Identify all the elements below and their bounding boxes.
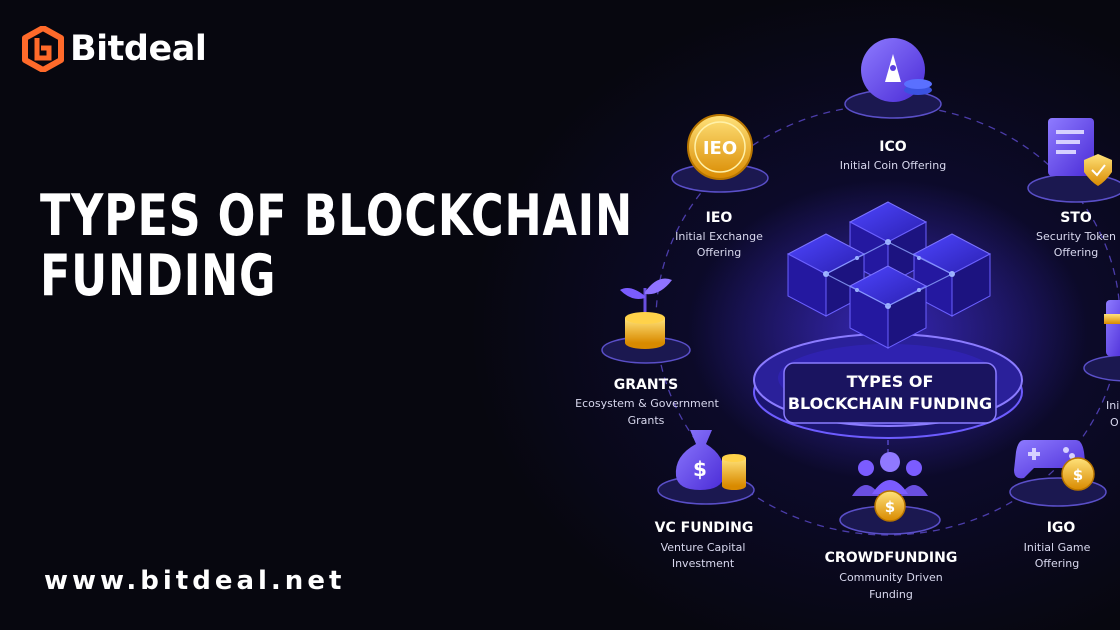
center-label-line-1: TYPES OF xyxy=(847,372,934,391)
node-sto: STO Security Token Offering xyxy=(1027,118,1120,259)
grants-subtitle-1: Ecosystem & Government xyxy=(575,397,719,410)
center-label-line-2: BLOCKCHAIN FUNDING xyxy=(788,394,992,413)
svg-text:$: $ xyxy=(1073,466,1083,484)
brand-logo: Bitdeal xyxy=(22,26,207,72)
igo-title: IGO xyxy=(1047,520,1076,536)
website-url: www.bitdeal.net xyxy=(44,566,346,596)
ieo-title: IEO xyxy=(706,210,733,226)
center-label: TYPES OF BLOCKCHAIN FUNDING xyxy=(783,362,997,424)
partial-subtitle-2: O xyxy=(1110,416,1119,429)
vc-subtitle-2: Investment xyxy=(672,557,735,570)
grants-subtitle-2: Grants xyxy=(628,414,665,427)
ico-subtitle: Initial Coin Offering xyxy=(840,159,946,172)
rocket-icon xyxy=(861,38,932,102)
sto-subtitle-1: Security Token xyxy=(1036,230,1116,243)
shield-document-icon xyxy=(1048,118,1112,186)
wallet-icon xyxy=(1104,300,1120,356)
node-igo: $ IGO Initial Game Offering xyxy=(1009,440,1107,570)
crowdfunding-subtitle-2: Funding xyxy=(869,588,913,601)
ieo-subtitle-1: Initial Exchange xyxy=(675,230,763,243)
sto-title: STO xyxy=(1060,210,1092,226)
crowdfunding-subtitle-1: Community Driven xyxy=(839,571,942,584)
title-line-1: TYPES OF BLOCKCHAIN xyxy=(40,183,633,249)
brand-name: Bitdeal xyxy=(70,29,207,69)
svg-text:$: $ xyxy=(693,457,707,481)
partial-subtitle-1: Ini xyxy=(1106,399,1119,412)
money-bag-icon: $ xyxy=(675,430,746,490)
gamepad-coin-icon: $ xyxy=(1014,440,1095,491)
page-title: TYPES OF BLOCKCHAIN FUNDING xyxy=(40,186,633,306)
igo-subtitle-1: Initial Game xyxy=(1024,541,1091,554)
node-ico: ICO Initial Coin Offering xyxy=(840,38,946,172)
ieo-badge: IEO xyxy=(703,138,737,159)
node-crowdfunding: $ CROWDFUNDING Community Driven Funding xyxy=(825,452,958,601)
node-vc-funding: $ VC FUNDING Venture Capital Investment xyxy=(655,430,755,570)
ieo-subtitle-2: Offering xyxy=(697,246,742,259)
sto-subtitle-2: Offering xyxy=(1054,246,1099,259)
ico-title: ICO xyxy=(879,139,906,155)
title-line-2: FUNDING xyxy=(40,243,277,309)
node-grants: GRANTS Ecosystem & Government Grants xyxy=(575,278,720,427)
community-coin-icon: $ xyxy=(852,452,928,522)
crowdfunding-title: CROWDFUNDING xyxy=(825,550,958,566)
node-partial-right: Ini O xyxy=(1083,300,1120,429)
node-ieo: IEO IEO Initial Exchange Offering xyxy=(671,114,769,259)
igo-subtitle-2: Offering xyxy=(1035,557,1080,570)
vc-subtitle-1: Venture Capital xyxy=(661,541,746,554)
grants-title: GRANTS xyxy=(614,377,678,393)
plant-coins-icon xyxy=(620,278,672,349)
ieo-coin-icon: IEO xyxy=(687,114,753,180)
blockchain-cubes xyxy=(786,201,992,349)
bitdeal-logo-icon xyxy=(22,26,64,72)
vc-title: VC FUNDING xyxy=(655,520,754,536)
svg-text:$: $ xyxy=(885,498,895,516)
